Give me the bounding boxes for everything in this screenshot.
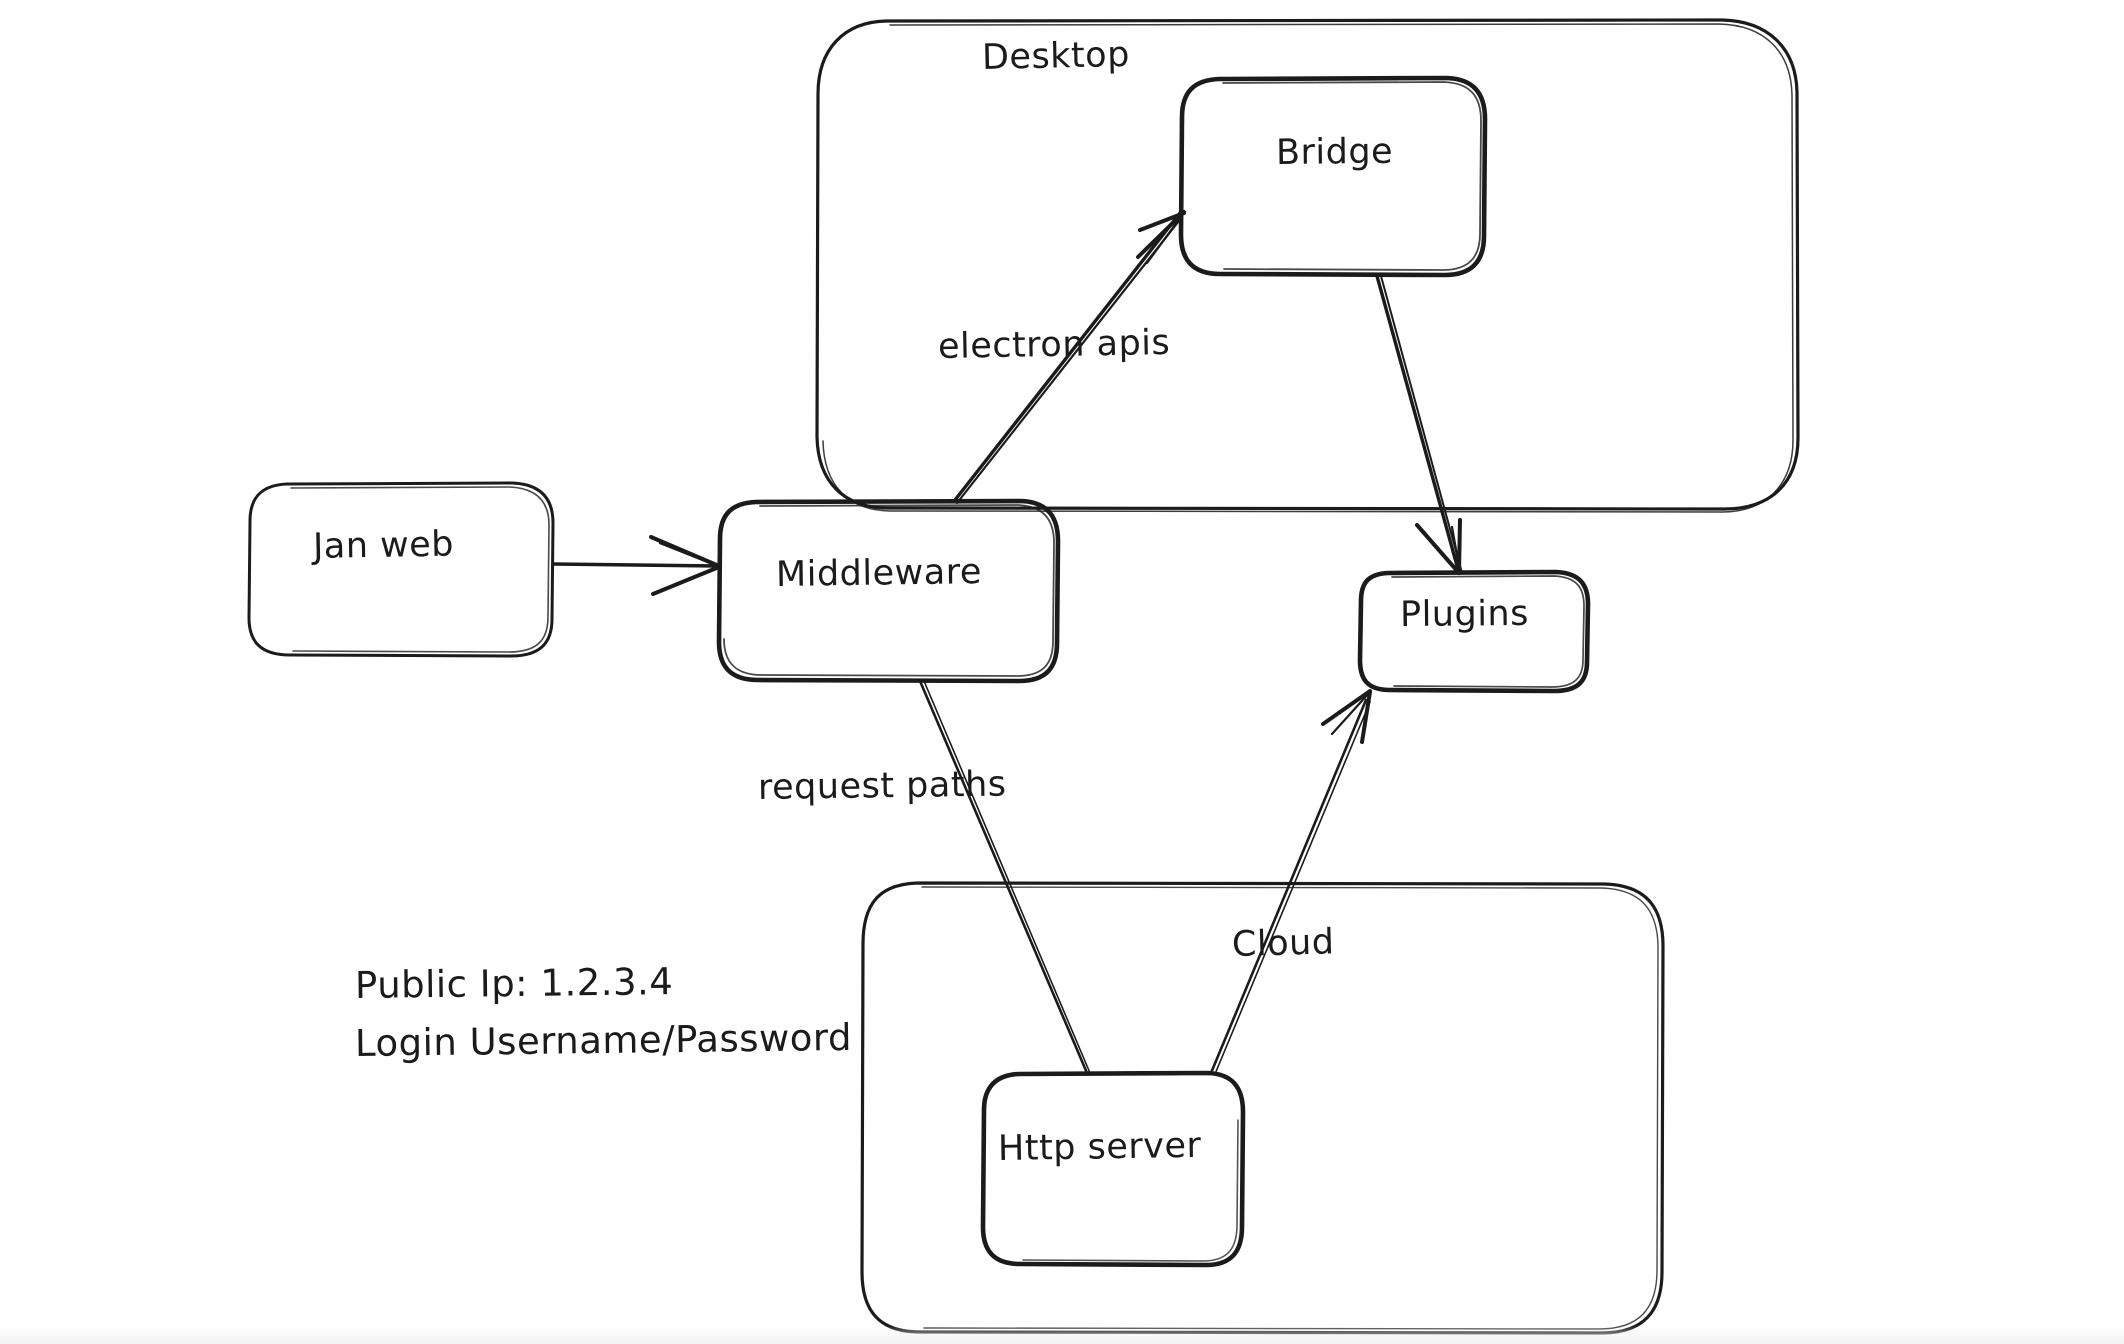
- edge-jan-web-to-middleware: [551, 535, 721, 596]
- node-http-server[interactable]: [980, 1070, 1246, 1268]
- note-login-credentials: Login Username/Password: [354, 1015, 853, 1065]
- container-label-desktop: Desktop: [981, 34, 1131, 78]
- node-label-bridge: Bridge: [1275, 131, 1394, 173]
- node-bridge[interactable]: [1178, 75, 1488, 278]
- node-label-http-server: Http server: [997, 1125, 1202, 1169]
- node-plugins[interactable]: [1357, 569, 1591, 694]
- edge-bridge-to-plugins: [1375, 274, 1463, 575]
- edge-http-server-to-plugins: [1209, 689, 1372, 1075]
- edge-label-request-paths: request paths: [757, 764, 1007, 808]
- edge-label-electron-apis: electron apis: [937, 322, 1171, 367]
- bottom-edge-fade: [0, 1326, 2124, 1344]
- container-desktop: [815, 18, 1800, 513]
- note-public-ip: Public Ip: 1.2.3.4: [354, 960, 674, 1007]
- node-label-plugins: Plugins: [1399, 593, 1530, 635]
- node-middleware[interactable]: [716, 498, 1061, 684]
- edge-middleware-to-bridge: [953, 210, 1186, 505]
- edge-label-cloud: Cloud: [1231, 922, 1335, 965]
- node-label-middleware: Middleware: [775, 552, 983, 595]
- edge-middleware-to-http-server: [918, 679, 1091, 1075]
- node-label-jan-web: Jan web: [312, 524, 455, 567]
- node-jan-web[interactable]: [247, 481, 555, 658]
